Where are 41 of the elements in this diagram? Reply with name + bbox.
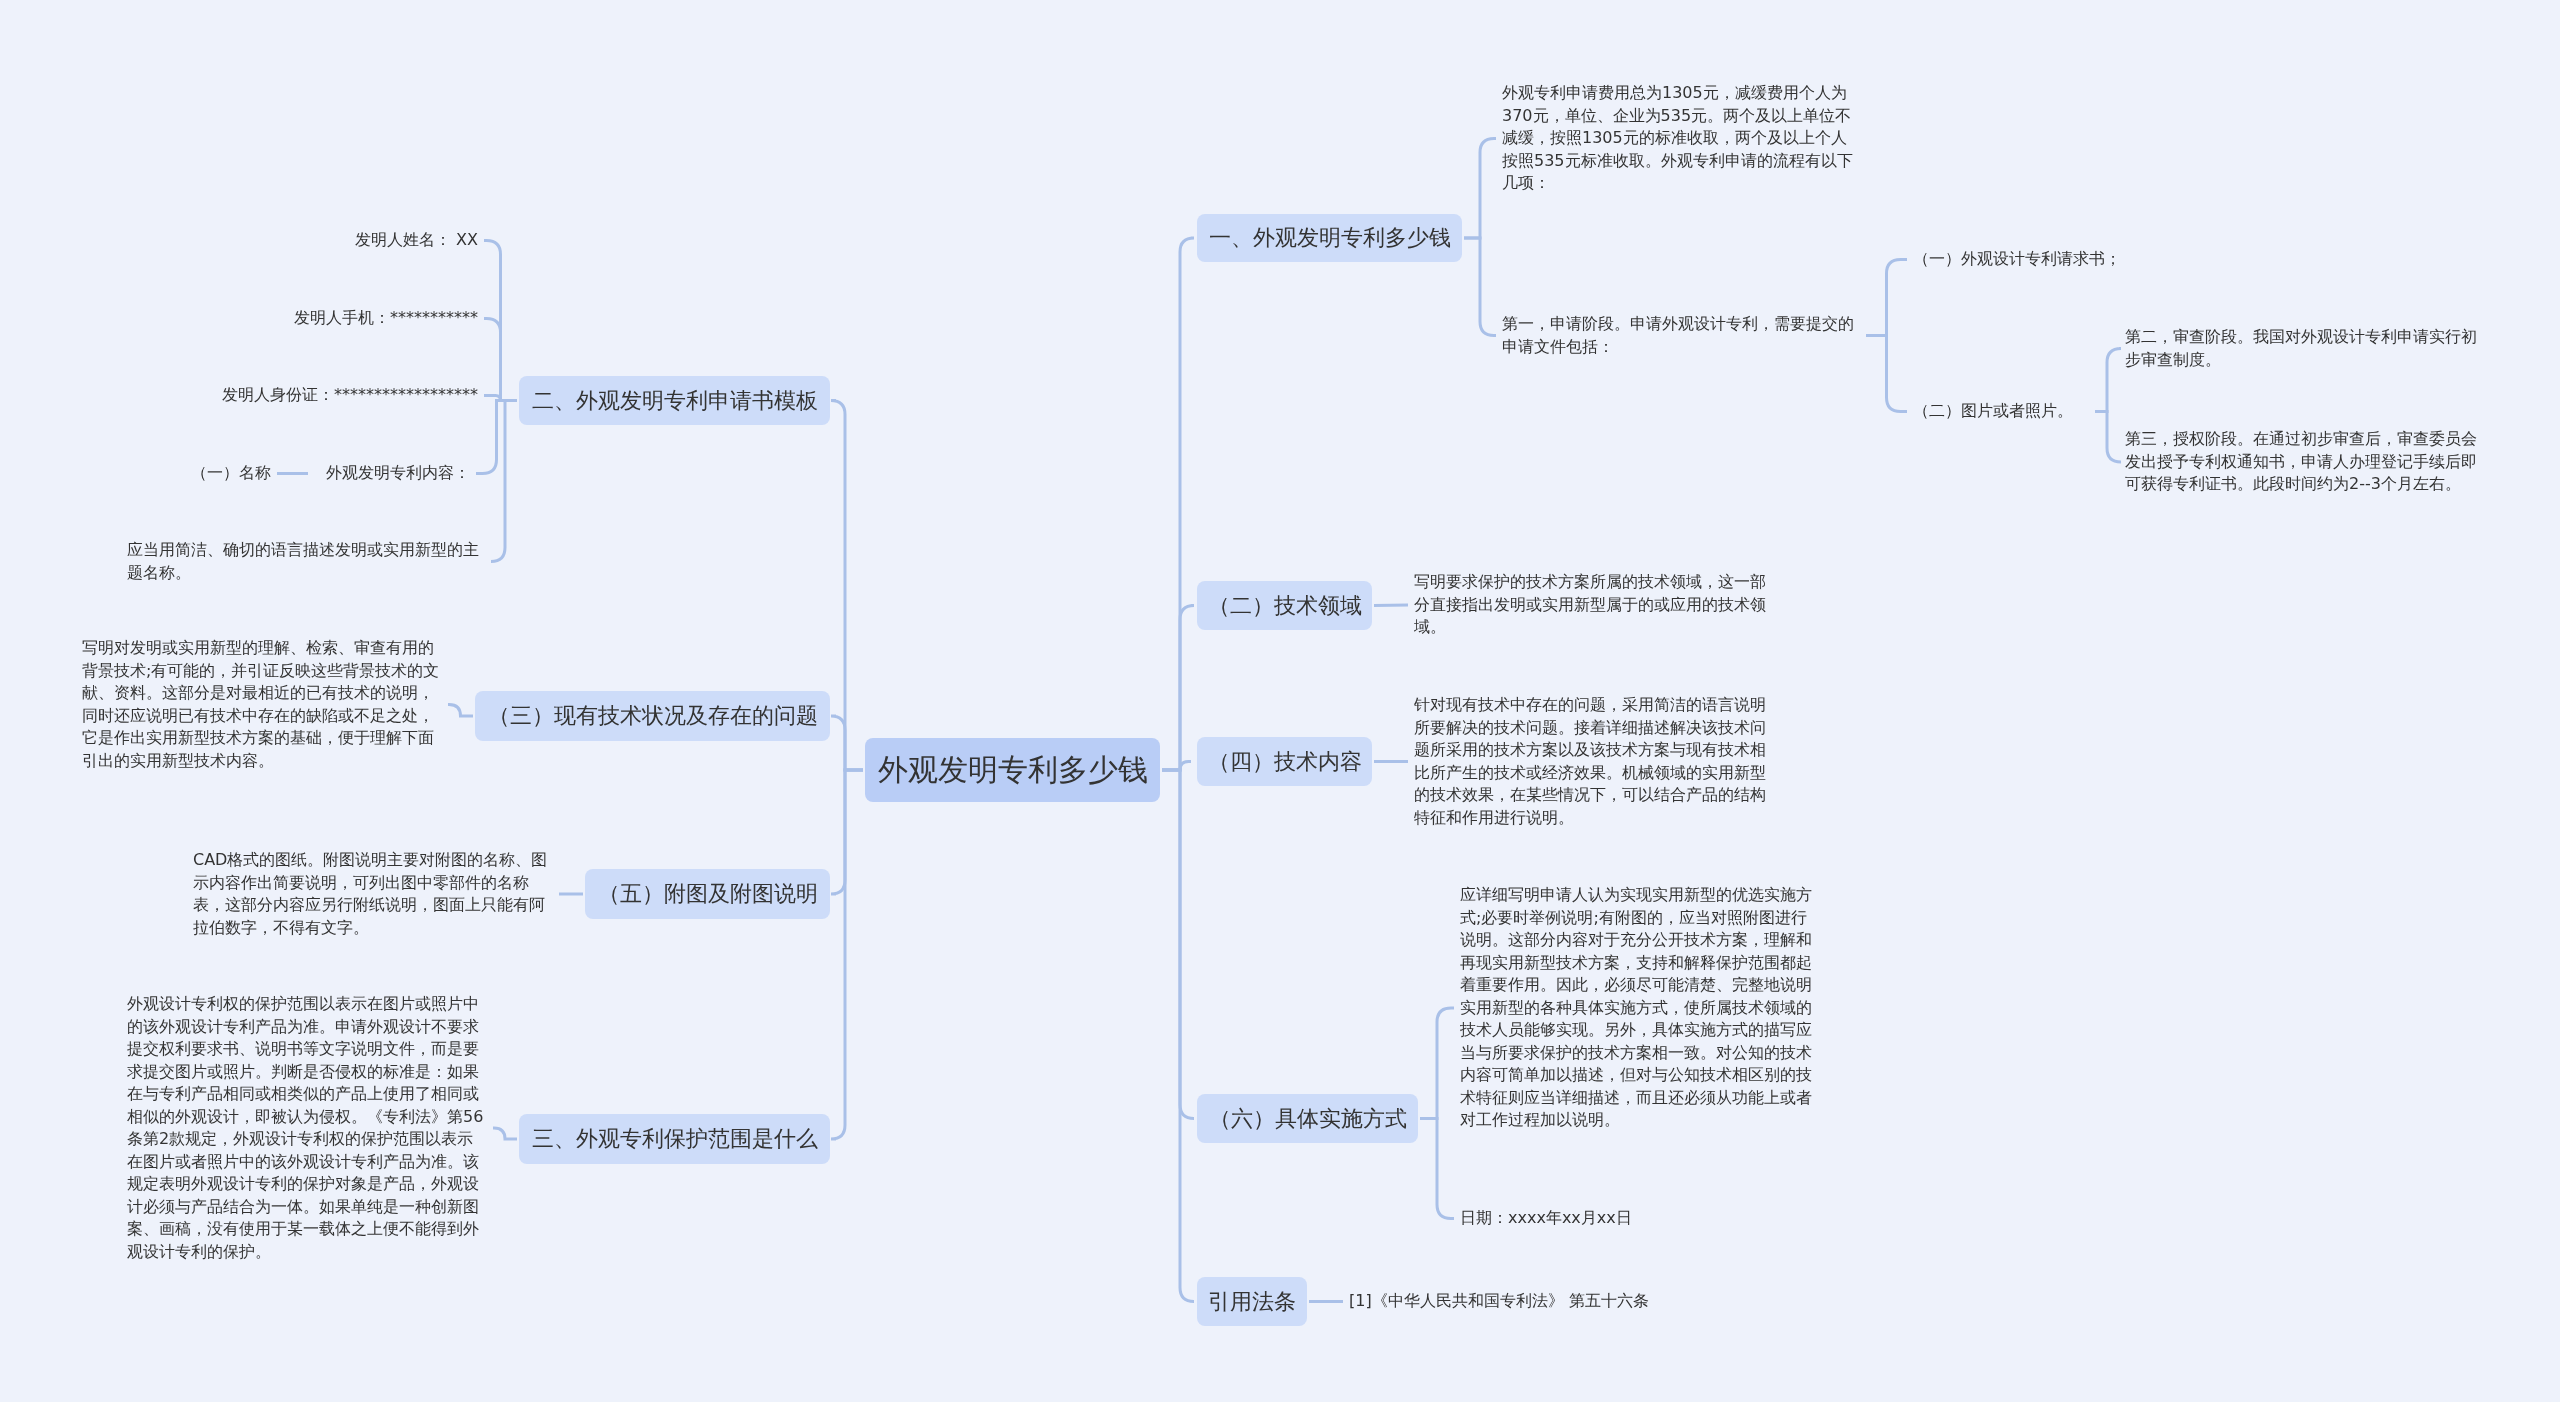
connector-line <box>559 892 583 896</box>
branch-topic-box: 引用法条 <box>1197 1277 1307 1326</box>
branch-topic-box: 一、外观发明专利多少钱 <box>1197 214 1462 262</box>
leaf-text: 第一，申请阶段。申请外观设计专利，需要提交的申请文件包括： <box>1502 313 1864 358</box>
leaf-text: 应详细写明申请人认为实现实用新型的优选实施方式;必要时举例说明;有附图的，应当对照附图进行说明。这部分内容对于充分公开技术方案，理解和再现实用新型技术方案，支持和解释保护范围都起着重要作用。因此，必须尽可能清楚、完整地说明实用新型的各种具体实施方式，使所属技术领域的技术人员能够实现。另外，具体实施方式的描写应当与所要求保护的技术方案相一致。对公知的技术内容可简单加以描述，但对与公知技术相区别的技术特征则应当详细描述，而且还必须从功能上或者对工作过程加以说明。 <box>1460 884 1820 1132</box>
leaf-text: （二）图片或者照片。 <box>1913 400 2093 423</box>
leaf-text: 外观设计专利权的保护范围以表示在图片或照片中的该外观设计专利产品为准。申请外观设计不要求提交权利要求书、说明书等文字说明文件，而是要求提交图片或照片。判断是否侵权的标准是：如果在与专利产品相同或相类似的产品上使用了相同或相似的外观设计，即被认为侵权。《专利法》第56条第2款规定，外观设计专利权的保护范围以表示在图片或者照片中的该外观设计专利产品为准。该规定表明外观设计专利的保护对象是产品，外观设计必须与产品结合为一体。如果单纯是一种创新图案、画稿，没有使用于某一载体之上便不能得到外观设计专利的保护。 <box>127 993 487 1263</box>
leaf-text: 写明要求保护的技术方案所属的技术领域，这一部分直接指出发明或实用新型属于的或应用的技术领域。 <box>1414 571 1774 639</box>
leaf-text: 外观发明专利内容： <box>310 462 470 485</box>
connector-line <box>829 768 863 1141</box>
connector-line <box>1464 236 1497 337</box>
connector-line <box>277 472 308 475</box>
leaf-text: 发明人姓名： XX <box>268 229 478 252</box>
connector-line <box>492 1126 517 1141</box>
leaf-text: （一）名称 <box>190 462 271 485</box>
branch-topic-box: 二、外观发明专利申请书模板 <box>519 376 830 425</box>
leaf-text: 应当用简洁、确切的语言描述发明或实用新型的主题名称。 <box>127 539 487 584</box>
leaf-text: 针对现有技术中存在的问题，采用简洁的语言说明所要解决的技术问题。接着详细描述解决该技术问题所采用的技术方案以及该技术方案与现有技术相比所产生的技术或经济效果。机械领域的实用新型的技术效果，在某些情况下，可以结合产品的结构特征和作用进行说明。 <box>1414 694 1774 829</box>
leaf-text: 写明对发明或实用新型的理解、检索、审查有用的背景技术;有可能的，并引证反映这些背景技术的文献、资料。这部分是对最相近的已有技术的说明，同时还应说明已有技术中存在的缺陷或不足之处，它是作出实用新型技术方案的基础，便于理解下面引出的实用新型技术内容。 <box>82 637 442 772</box>
branch-topic-box: （二）技术领域 <box>1197 581 1372 630</box>
leaf-text: 发明人身份证：****************** <box>160 384 478 407</box>
connector-line <box>1374 760 1408 763</box>
leaf-text: 第二，审查阶段。我国对外观设计专利申请实行初步审查制度。 <box>2125 326 2485 371</box>
leaf-text: 日期：xxxx年xx月xx日 <box>1460 1207 1660 1230</box>
branch-topic-box: （三）现有技术状况及存在的问题 <box>475 691 830 741</box>
connector-line <box>489 399 517 563</box>
leaf-text: （一）外观设计专利请求书； <box>1913 248 2143 271</box>
branch-topic-box: （五）附图及附图说明 <box>585 869 830 919</box>
leaf-text: CAD格式的图纸。附图说明主要对附图的名称、图示内容作出简要说明，可列出图中零部件的名称表，这部分内容应另行附纸说明，图面上只能有阿拉伯数字，不得有文字。 <box>193 849 553 939</box>
connector-line <box>447 703 473 718</box>
leaf-text: [1]《中华人民共和国专利法》 第五十六条 <box>1349 1290 1689 1313</box>
branch-topic-box: （六）具体实施方式 <box>1197 1094 1418 1143</box>
central-topic-box: 外观发明专利多少钱 <box>865 738 1160 802</box>
connector-line <box>2095 410 2123 464</box>
connector-line <box>1309 1300 1343 1303</box>
leaf-text: 发明人手机：*********** <box>238 307 478 330</box>
leaf-text: 外观专利申请费用总为1305元，减缓费用个人为370元，单位、企业为535元。两个及以上单位不减缓，按照1305元的标准收取，两个及以上个人按照535元标准收取。外观专利申请的流程有以下几项： <box>1502 82 1862 195</box>
leaf-text: 第三，授权阶段。在通过初步审查后，审查委员会发出授予专利权通知书，申请人办理登记手续后即可获得专利证书。此段时间约为2--3个月左右。 <box>2125 428 2485 496</box>
branch-topic-box: 三、外观专利保护范围是什么 <box>519 1114 830 1164</box>
branch-topic-box: （四）技术内容 <box>1197 737 1372 786</box>
connector-line <box>1373 603 1409 607</box>
